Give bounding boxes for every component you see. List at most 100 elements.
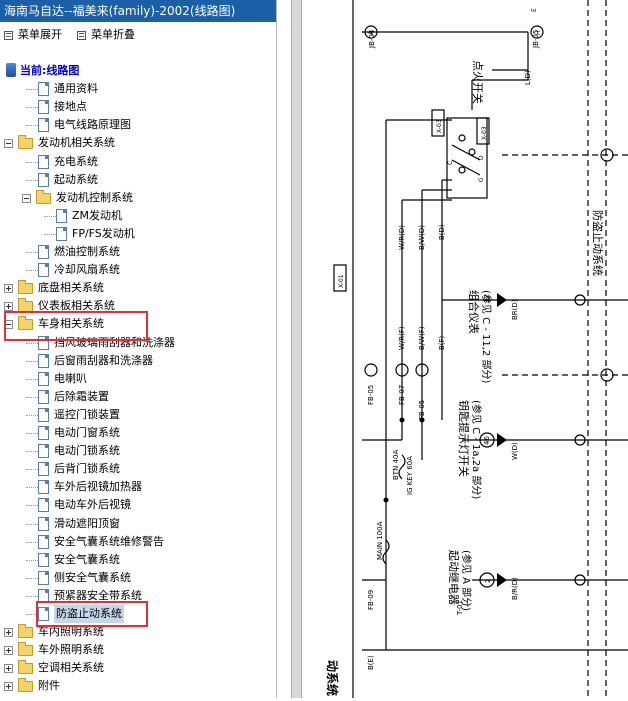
collapse-minus-icon[interactable]: [22, 193, 31, 203]
document-icon: [38, 607, 49, 621]
expand-plus-icon[interactable]: [4, 302, 13, 312]
tree-connector-line: [26, 396, 40, 398]
expand-plus-icon[interactable]: [4, 664, 13, 674]
tree-connector-line: [26, 179, 40, 181]
vertical-scrollbar[interactable]: [291, 0, 302, 698]
tree-folder-item[interactable]: 车外照明系统: [0, 641, 276, 659]
tree-connector-line: [44, 233, 58, 235]
tree-folder-item[interactable]: 附件: [0, 677, 276, 695]
tree-folder-item[interactable]: 发动机控制系统: [0, 189, 276, 207]
tree-item-label: 后除霜装置: [54, 389, 109, 403]
toolbar: 菜单展开 菜单折叠: [0, 24, 276, 46]
tree-item-label: 电动门窗系统: [54, 426, 120, 439]
document-icon: [38, 516, 49, 531]
label-key-reminder-switch: 钥匙提示灯开关: [457, 400, 471, 477]
tree-leaf-item[interactable]: 起动系统: [0, 171, 276, 189]
tree-leaf-item[interactable]: 电喇叭: [0, 370, 276, 388]
tree-connector-line: [26, 433, 40, 434]
document-icon: [38, 371, 49, 386]
tree-folder-item[interactable]: 空调相关系统: [0, 659, 276, 677]
document-icon: [38, 426, 49, 440]
expand-plus-icon[interactable]: [4, 284, 13, 294]
tree-leaf-item[interactable]: 电动门窗系统: [0, 424, 276, 442]
tree-leaf-item[interactable]: 通用资料: [0, 80, 276, 98]
collapse-minus-icon[interactable]: [4, 139, 13, 149]
tree-leaf-item[interactable]: 挡风玻璃雨刮器和洗涤器: [0, 334, 276, 352]
tree-item-label: 电喇叭: [54, 371, 87, 385]
label-starter-relay: 起动继电器: [447, 550, 460, 605]
tree-connector-line: [26, 360, 40, 362]
tree-leaf-item[interactable]: 车外后视镜加热器: [0, 478, 276, 496]
document-icon: [38, 82, 49, 97]
tree-connector-line: [26, 342, 40, 344]
tree-leaf-item[interactable]: ZM发动机: [0, 207, 276, 225]
folder-icon: [18, 624, 33, 639]
tree-item-label: FP/FS发动机: [72, 226, 135, 240]
collapse-menu-label: 菜单折叠: [91, 28, 135, 41]
wire-br-d2: B/R(D): [511, 577, 519, 600]
tree-folder-item[interactable]: 车身相关系统: [0, 315, 276, 333]
folder-icon: [36, 189, 51, 204]
tree-leaf-item[interactable]: 接地点: [0, 98, 276, 116]
collapse-menu-button[interactable]: 菜单折叠: [77, 24, 135, 46]
tree-item-label: 底盘相关系统: [38, 281, 104, 295]
tree-leaf-item[interactable]: 燃油控制系统: [0, 243, 276, 261]
pin-46: 46: [483, 436, 491, 445]
tree-leaf-item[interactable]: 电动车外后视镜: [0, 496, 276, 514]
fuse-ig-key: IG KEY 60A: [406, 456, 414, 495]
root-computer-icon: [6, 63, 16, 77]
tree-connector-line: [44, 215, 58, 217]
document-icon: [38, 552, 49, 567]
tree-connector-line: [26, 523, 40, 525]
tree-item-label: 车身相关系统: [38, 317, 104, 331]
tree-leaf-item[interactable]: 充电系统: [0, 153, 276, 171]
label-key-switch-ref: (参见 C - 1a,2a 部分): [470, 400, 483, 499]
expand-plus-icon[interactable]: [4, 682, 13, 692]
tree-item-label: 充电系统: [54, 154, 98, 168]
wire-wr-d: W/R(D): [398, 225, 406, 250]
tree-item-label: 后背门锁系统: [54, 462, 120, 476]
expand-menu-button[interactable]: 菜单展开: [4, 24, 62, 46]
tree-leaf-item[interactable]: 安全气囊系统维修警告: [0, 533, 276, 551]
label-cluster-ref: (参见 C - 11,2 部分): [480, 290, 493, 383]
tree-item-label: 电动车外后视镜: [54, 498, 131, 512]
fuse-main: MAIN 100A: [376, 521, 384, 560]
connector-fb07: FB-07: [398, 385, 406, 405]
expand-plus-icon[interactable]: [4, 628, 13, 638]
tree-folder-item[interactable]: 发动机相关系统: [0, 134, 276, 152]
tree-folder-item[interactable]: 车内照明系统: [0, 623, 276, 641]
tree-leaf-item[interactable]: 后背门锁系统: [0, 460, 276, 478]
tree-item-label: 电动门锁系统: [54, 444, 120, 458]
left-panel: 海南马自达--福美来(family)-2002(线路图) 菜单展开 菜单折叠 当…: [0, 0, 277, 698]
tree-connector-line: [26, 378, 40, 380]
tree-leaf-item[interactable]: 滑动遮阳顶窗: [0, 515, 276, 533]
tree-item-label: 起动系统: [54, 172, 98, 186]
folder-icon: [18, 642, 33, 657]
tree-connector-line: [26, 451, 40, 453]
tree-item-label: 滑动遮阳顶窗: [54, 516, 120, 530]
tree-folder-item[interactable]: 仪表板相关系统: [0, 297, 276, 315]
connector-a-top: A: [368, 30, 375, 35]
expand-plus-icon[interactable]: [4, 646, 13, 656]
label-bottom-title: 动系统: [325, 660, 340, 696]
tree-leaf-item[interactable]: 后窗雨刮器和洗涤器: [0, 352, 276, 370]
tree-leaf-item[interactable]: 防盗止动系统: [0, 605, 276, 623]
tree-folder-item[interactable]: 底盘相关系统: [0, 279, 276, 297]
tree-leaf-item[interactable]: 安全气囊系统: [0, 551, 276, 569]
terminal-d: D: [478, 155, 485, 160]
tree-leaf-item[interactable]: 后除霜装置: [0, 388, 276, 406]
tree-leaf-item[interactable]: 侧安全气囊系统: [0, 569, 276, 587]
tree-leaf-item[interactable]: 电动门锁系统: [0, 442, 276, 460]
tree-root[interactable]: 当前:线路图: [0, 62, 276, 80]
tree-leaf-item[interactable]: FP/FS发动机: [0, 225, 276, 243]
pin-2: 2: [484, 579, 492, 583]
wire-bw-f: B/W(F): [418, 326, 426, 350]
tree-leaf-item[interactable]: 电气线路原理图: [0, 116, 276, 134]
wire-wr-f: W/R(F): [398, 326, 406, 350]
tree-leaf-item[interactable]: 冷却风扇系统: [0, 261, 276, 279]
label-immobilizer-system: 防盗止动系统: [591, 210, 605, 276]
tree-item-label: 附件: [38, 679, 60, 693]
tree-item-label: 发动机相关系统: [38, 136, 115, 150]
tree-leaf-item[interactable]: 遥控门锁装置: [0, 406, 276, 424]
pin-17: 17: [483, 294, 491, 303]
